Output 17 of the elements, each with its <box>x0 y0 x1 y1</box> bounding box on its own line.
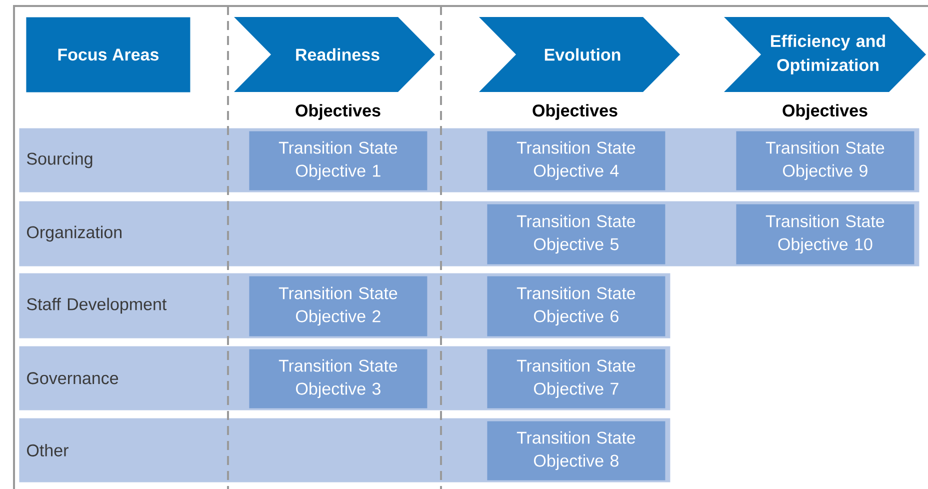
column-heading: Objectives <box>778 104 872 120</box>
objective-box: Transition State Objective 2 <box>249 276 428 336</box>
objective-box: Transition State Objective 7 <box>487 349 666 408</box>
phase-chevron: Efficiency and Optimization <box>724 17 926 92</box>
objective-box: Transition State Objective 3 <box>249 349 428 408</box>
objective-box: Transition State Objective 5 <box>487 204 666 264</box>
objective-box: Transition State Objective 4 <box>487 131 666 190</box>
phase-chevron: Readiness <box>234 17 435 92</box>
objective-box: Transition State Objective 1 <box>249 131 428 190</box>
column-heading: Objectives <box>528 104 622 120</box>
objective-box: Transition State Objective 8 <box>487 421 666 480</box>
objective-box: Transition State Objective 6 <box>487 276 666 336</box>
objective-box: Transition State Objective 10 <box>736 204 914 264</box>
column-heading: Objectives <box>291 104 385 120</box>
objective-box: Transition State Objective 9 <box>736 131 914 190</box>
header-box: Focus Areas <box>26 17 190 92</box>
phase-chevron: Evolution <box>479 17 680 92</box>
